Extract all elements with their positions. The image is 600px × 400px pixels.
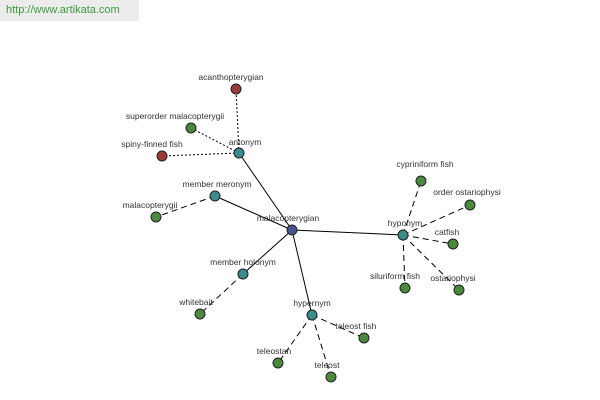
leaf-node[interactable] [156,150,168,162]
leaf-label: spiny-finned fish [121,139,183,149]
leaf-label: catfish [435,227,460,237]
leaf-node[interactable] [447,238,459,250]
leaf-edge [311,314,332,378]
relation-edge [291,229,404,236]
leaf-label: siluriform fish [370,271,420,281]
relation-node[interactable] [237,268,249,280]
leaf-label: order ostariophysi [433,187,501,197]
relation-node[interactable] [306,309,318,321]
leaf-node[interactable] [358,332,370,344]
graph-edges [155,88,471,378]
leaf-label: teleostan [257,346,292,356]
relation-edge [214,195,293,231]
center-label: malacopterygian [257,213,320,223]
leaf-label: whitebait [178,297,213,307]
leaf-node[interactable] [415,175,427,187]
leaf-edge [155,195,216,218]
center-node[interactable] [286,224,298,236]
leaf-node[interactable] [325,371,337,383]
relation-node[interactable] [233,147,245,159]
relation-edge [291,229,313,316]
relation-label: member holonym [210,257,276,267]
relation-node[interactable] [397,229,409,241]
graph-nodes: acanthopterygian spiny-finned fish superor… [121,72,501,383]
leaf-node[interactable] [464,199,476,211]
leaf-node[interactable] [230,83,242,95]
leaf-label: acanthopterygian [198,72,263,82]
leaf-edge [402,234,454,245]
leaf-edge [190,127,240,154]
leaf-edge [199,273,244,315]
leaf-edge [402,204,471,236]
leaf-label: ostariophysi [430,273,475,283]
leaf-node[interactable] [272,357,284,369]
leaf-label: malacopterygii [123,200,178,210]
leaf-edge [402,234,460,291]
relation-label: hyponym [388,218,423,228]
relation-label: antonym [229,137,262,147]
relation-edge [238,152,293,231]
leaf-label: superorder malacopterygii [126,111,224,121]
leaf-label: teleost fish [336,321,377,331]
leaf-edge [161,152,240,157]
relation-label: hypernym [293,298,330,308]
leaf-node[interactable] [150,211,162,223]
leaf-edge [235,88,240,154]
relation-node[interactable] [209,190,221,202]
leaf-label: teleost [314,360,340,370]
site-url[interactable]: http://www.artikata.com [0,0,139,21]
leaf-node[interactable] [194,308,206,320]
leaf-node[interactable] [453,284,465,296]
leaf-node[interactable] [185,122,197,134]
leaf-edge [402,234,406,289]
leaf-node[interactable] [399,282,411,294]
relation-edge [242,229,293,275]
leaf-label: cypriniform fish [396,159,453,169]
relation-label: member meronym [183,179,252,189]
